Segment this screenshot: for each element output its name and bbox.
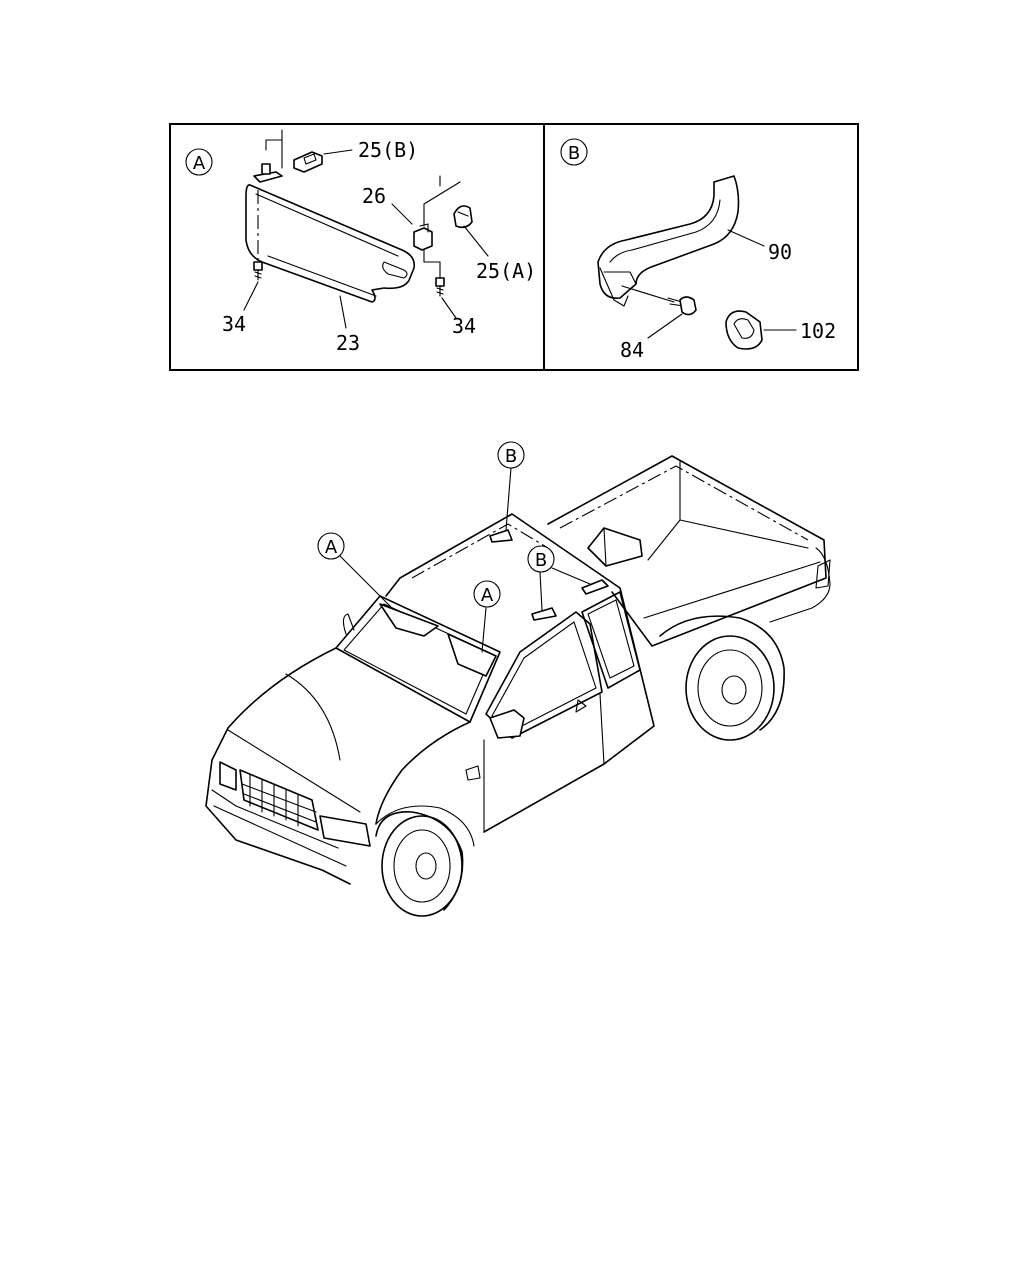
front-wheel — [375, 811, 464, 917]
callout-a-right-letter: A — [481, 585, 494, 606]
sun-visor — [245, 184, 416, 303]
panel-a-badge: A — [185, 148, 213, 176]
screw-34-right — [435, 261, 457, 319]
clip-25b — [293, 149, 353, 173]
callout-b-top-letter: B — [505, 446, 517, 467]
callout-a-right: A — [473, 580, 501, 653]
screw-34-left — [253, 261, 263, 281]
label-26: 26 — [362, 184, 386, 208]
cargo-bed — [547, 455, 831, 647]
label-84: 84 — [620, 338, 644, 362]
panel-a-letter: A — [193, 153, 206, 174]
assist-grip-90 — [597, 175, 765, 307]
label-23: 23 — [336, 331, 360, 355]
callout-b-side-letter: B — [535, 550, 547, 571]
label-34-left: 34 — [222, 312, 246, 336]
detail-frame — [169, 123, 859, 371]
clip-102 — [725, 310, 797, 350]
panel-b-badge: B — [560, 138, 588, 166]
holder-26 — [391, 175, 461, 263]
pickup-truck: B A A B — [205, 441, 831, 917]
label-90: 90 — [768, 240, 792, 264]
label-102: 102 — [800, 319, 836, 343]
callout-a-left: A — [317, 532, 393, 609]
cab — [335, 513, 655, 833]
front-end — [205, 613, 481, 885]
rear-wheel — [659, 615, 785, 741]
callout-b-side: B — [527, 545, 591, 611]
clip-25a — [453, 205, 489, 257]
panel-b: B 90 84 102 — [560, 138, 836, 362]
callout-b-top: B — [497, 441, 525, 531]
callout-a-left-letter: A — [325, 537, 338, 558]
panel-a: A — [185, 129, 536, 355]
label-34-right: 34 — [452, 314, 476, 338]
screw-84 — [621, 285, 697, 339]
label-25a: 25(A) — [476, 259, 536, 283]
label-25b: 25(B) — [358, 138, 418, 162]
panel-b-letter: B — [568, 143, 580, 164]
visor-hinge — [253, 129, 283, 183]
